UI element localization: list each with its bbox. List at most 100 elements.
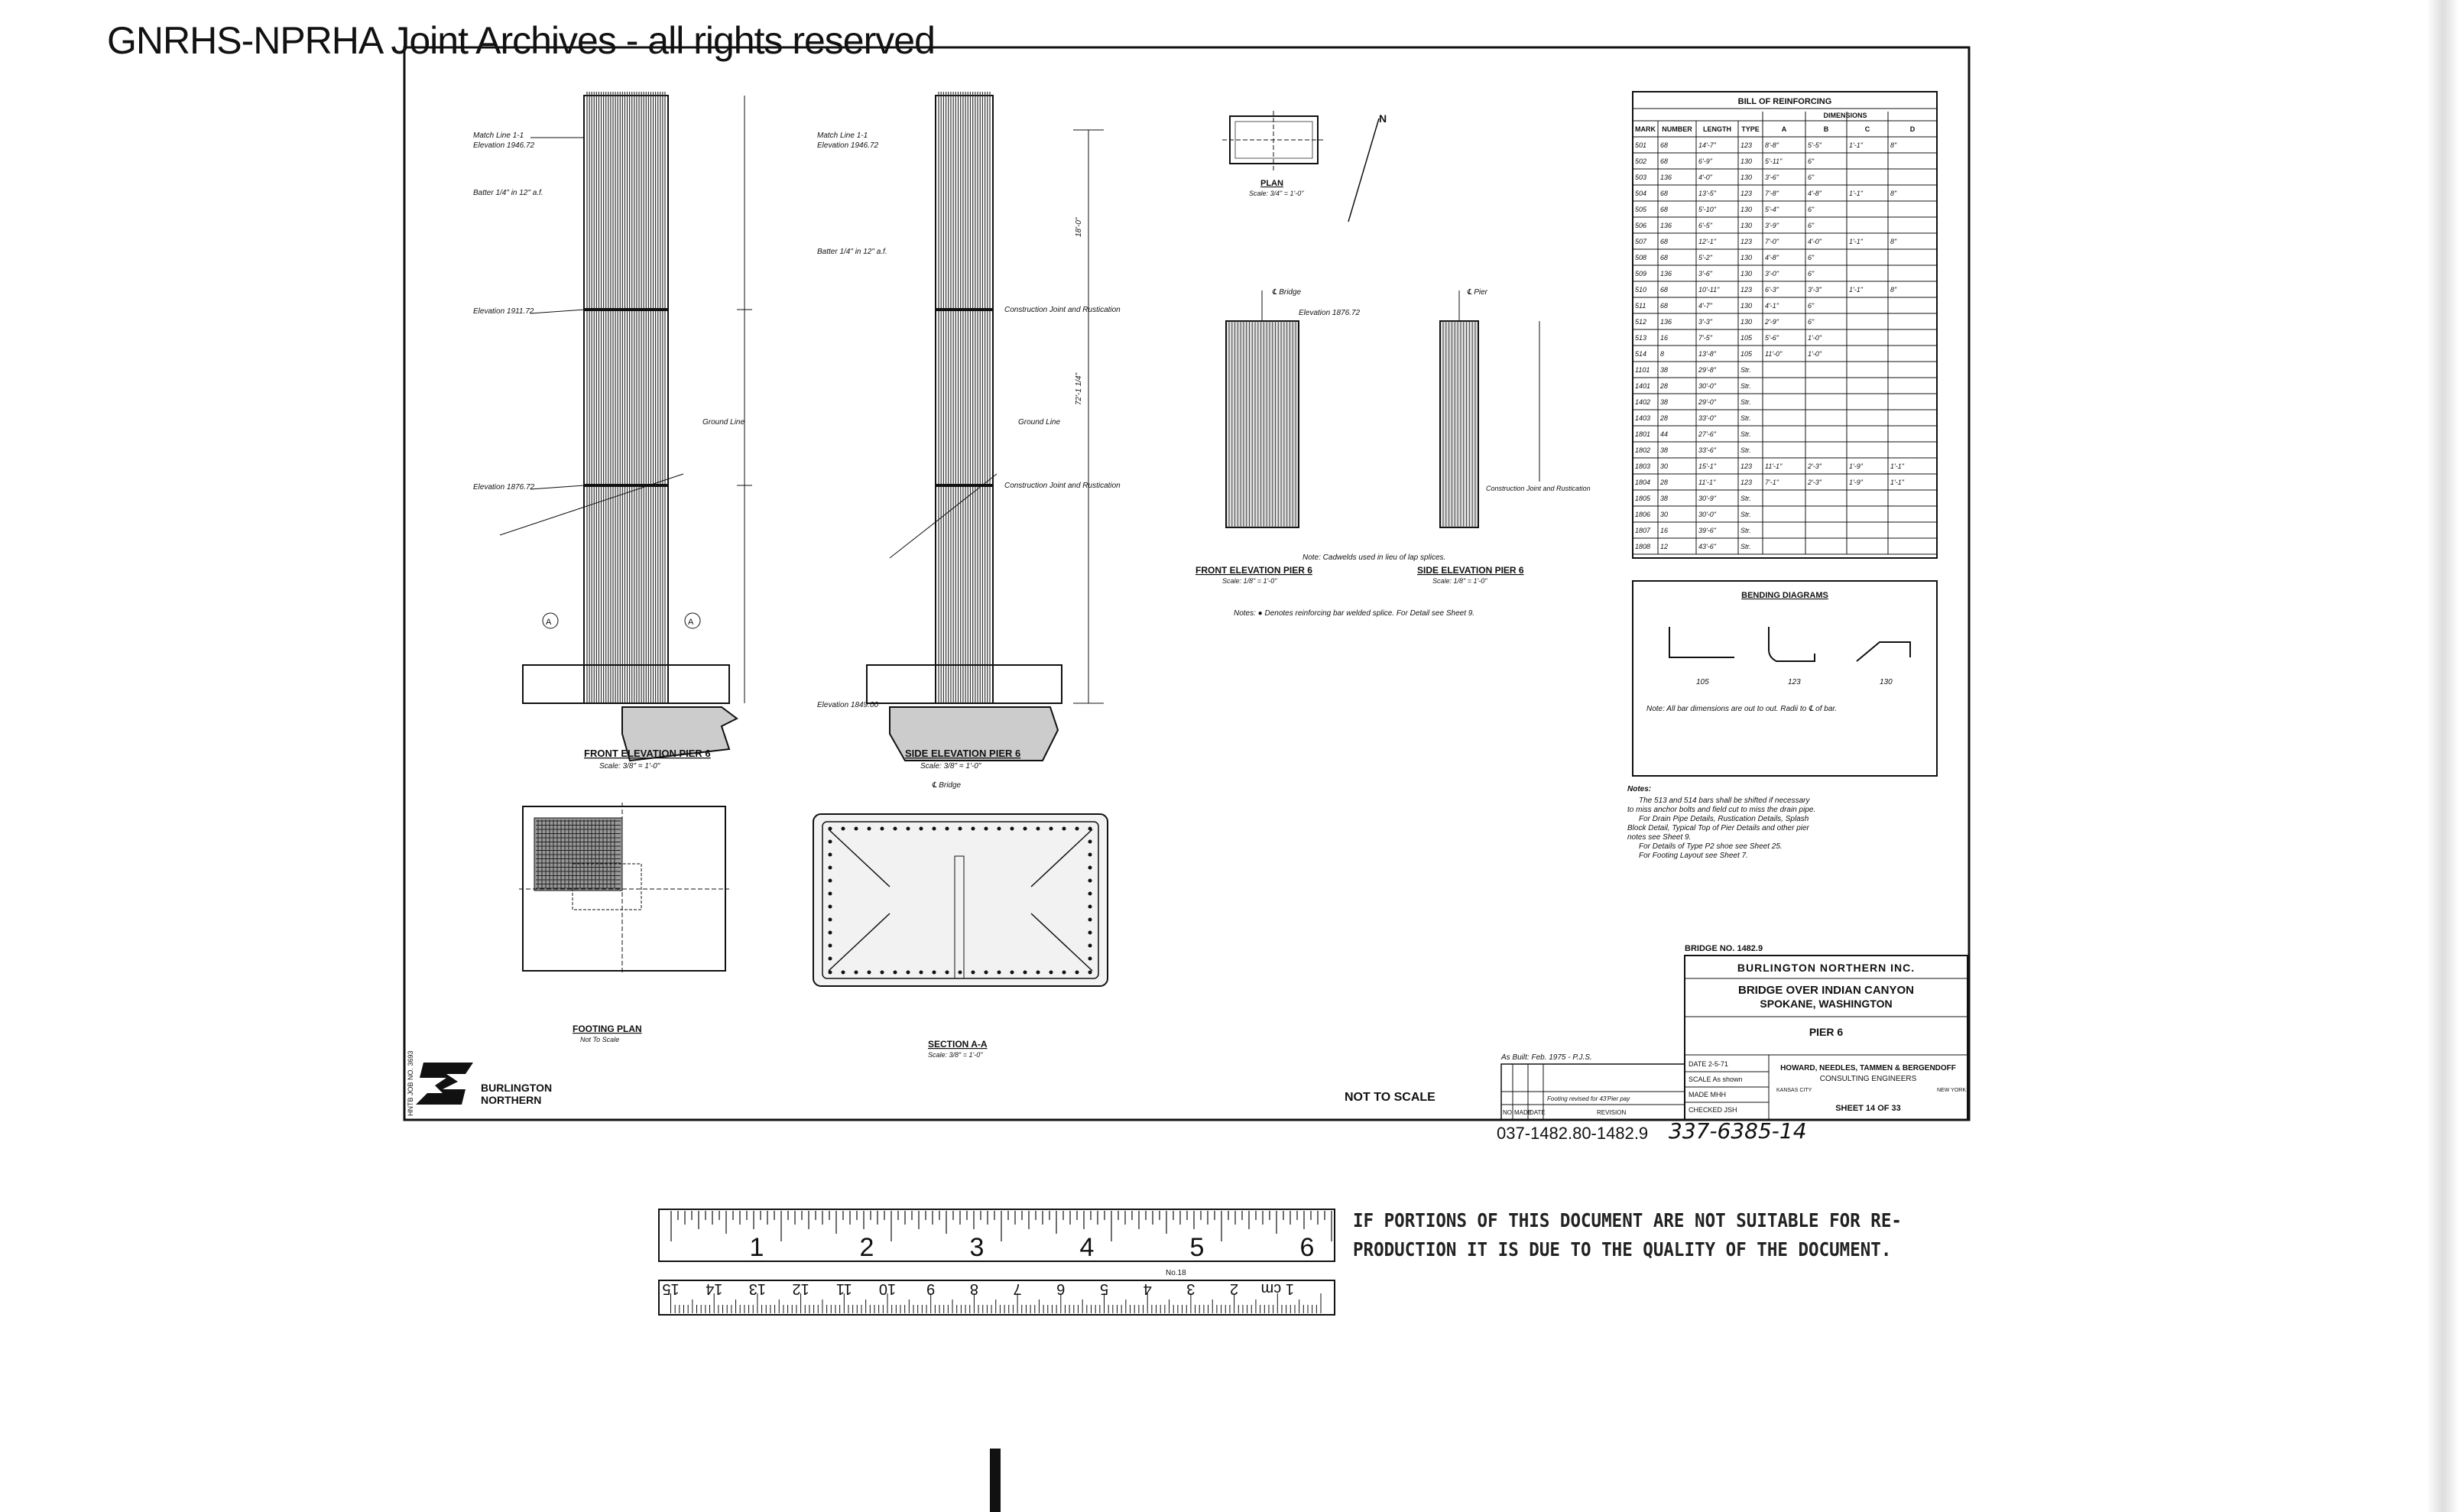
bill-cell: 1'-1" (1849, 238, 1864, 245)
bill-cell: 13'-8" (1698, 350, 1717, 358)
bill-cell: 506 (1635, 222, 1646, 229)
front-match-line-label: Match Line 1-1 (473, 131, 524, 140)
bill-cell: 1'-1" (1890, 479, 1905, 486)
footing-plan-title: FOOTING PLAN (573, 1024, 642, 1034)
weld-note: Notes: ● Denotes reinforcing bar welded … (1234, 609, 1474, 618)
side-construction-joint: Construction Joint and Rustication (1004, 306, 1121, 314)
bill-header-cell: A (1782, 125, 1787, 133)
sheet-number: SHEET 14 OF 33 (1835, 1104, 1901, 1113)
rev-made-label: MADE (1514, 1109, 1532, 1116)
section-bar (828, 956, 832, 961)
bill-cell: Str. (1740, 382, 1751, 390)
bill-cell: 33'-6" (1698, 446, 1717, 454)
section-bar (854, 970, 858, 975)
section-bar (880, 970, 884, 975)
note-line-1: The 513 and 514 bars shall be shifted if… (1639, 797, 1810, 805)
bill-dimensions-label: DIMENSIONS (1823, 112, 1867, 119)
bill-cell: 68 (1660, 190, 1668, 197)
bill-cell: 503 (1635, 174, 1646, 181)
bill-cell: 4'-0" (1808, 238, 1822, 245)
title-block: BRIDGE NO. 1482.9 BURLINGTON NORTHERN IN… (1345, 944, 1968, 1121)
section-bar (932, 970, 936, 975)
north-label: N (1379, 112, 1387, 125)
bill-cell: 8 (1660, 350, 1664, 358)
drawing-subject: PIER 6 (1809, 1026, 1844, 1038)
bill-cell: 6'-9" (1698, 157, 1713, 165)
section-bar (867, 970, 871, 975)
stamp-line-2: PRODUCTION IT IS DUE TO THE QUALITY OF T… (1353, 1238, 1892, 1261)
bending-diagrams: BENDING DIAGRAMS 105 123 130 Note: All b… (1632, 580, 1938, 777)
bill-cell: 1'-1" (1890, 462, 1905, 470)
ruler-cm-number: 4 (1144, 1280, 1152, 1297)
section-bar (932, 826, 936, 831)
section-aa-title: SECTION A-A (928, 1039, 988, 1050)
front-elevation-scale: Scale: 3/8" = 1'-0" (599, 762, 660, 771)
section-aa-view: SECTION A-A Scale: 3/8" = 1'-0" (813, 813, 1108, 1059)
ruler-no-label: No.18 (1166, 1269, 1186, 1277)
section-bar (1088, 839, 1092, 844)
section-bar (841, 970, 845, 975)
front-footing (522, 664, 730, 704)
bill-cell: 508 (1635, 254, 1646, 261)
side-match-line: Match Line 1-1 (817, 131, 868, 140)
bill-cell: 11'-0" (1765, 350, 1783, 358)
bill-cell: 4'-8" (1808, 190, 1822, 197)
section-bar (1088, 917, 1092, 922)
bill-cell: 14'-7" (1698, 141, 1717, 149)
bill-cell: 1401 (1635, 382, 1650, 390)
bill-cell: 8" (1890, 286, 1897, 294)
bill-cell: 136 (1660, 222, 1672, 229)
section-bar (1075, 970, 1079, 975)
side-bridge-cl: ℄ Bridge (932, 781, 962, 790)
notes-heading: Notes: (1627, 785, 1651, 793)
bill-cell: 30 (1660, 511, 1668, 518)
section-bar (958, 970, 962, 975)
bill-cell: 39'-6" (1698, 527, 1717, 534)
bill-cell: 7'-1" (1765, 479, 1779, 486)
scan-edge (2427, 0, 2459, 1512)
small-elev-1876: Elevation 1876.72 (1299, 309, 1361, 317)
bill-cell: 505 (1635, 206, 1647, 213)
side-batter: Batter 1/4" in 12" a.f. (817, 248, 887, 256)
bill-cell: 123 (1740, 238, 1752, 245)
bill-cell: 509 (1635, 270, 1646, 277)
section-bar (828, 904, 832, 909)
drawing-number: 037-1482.80-1482.9 (1497, 1124, 1649, 1143)
section-bar (841, 826, 845, 831)
plan-view: PLAN Scale: 3/4" = 1'-0" N (1222, 111, 1387, 222)
drawing-title-2: SPOKANE, WASHINGTON (1760, 998, 1892, 1010)
bill-cell: 130 (1740, 206, 1752, 213)
company-name: BURLINGTON NORTHERN INC. (1737, 962, 1915, 974)
bill-cell: 7'-0" (1765, 238, 1779, 245)
ruler-cm-number: 12 (792, 1280, 809, 1297)
bill-header-cell: C (1865, 125, 1870, 133)
bill-cell: 504 (1635, 190, 1646, 197)
bill-cell: 6" (1808, 318, 1815, 326)
bill-cell: 44 (1660, 430, 1668, 438)
tb-checked: CHECKED JSH (1689, 1106, 1737, 1114)
bill-cell: 3'-9" (1765, 222, 1779, 229)
section-bar (1010, 970, 1014, 975)
bill-cell: 136 (1660, 174, 1672, 181)
bill-cell: 4'-8" (1765, 254, 1779, 261)
bill-cell: 6" (1808, 270, 1815, 277)
section-bar (893, 826, 897, 831)
note-line-4: Block Detail, Typical Top of Pier Detail… (1627, 824, 1810, 832)
tb-made: MADE MHH (1689, 1091, 1726, 1098)
bending-note: Note: All bar dimensions are out to out.… (1646, 705, 1837, 713)
side-construction-joint-2: Construction Joint and Rustication (1004, 482, 1121, 490)
ruler-cm-number: 14 (706, 1280, 722, 1297)
bill-cell: Str. (1740, 398, 1751, 406)
section-bar (893, 970, 897, 975)
bill-cell: Str. (1740, 414, 1751, 422)
cadweld-note: Note: Cadwelds used in lieu of lap splic… (1302, 553, 1445, 562)
bill-cell: 29'-0" (1698, 398, 1717, 406)
bill-cell: 502 (1635, 157, 1646, 165)
side-ground-line: Ground Line (1018, 418, 1060, 427)
bill-cell: 1'-9" (1849, 479, 1864, 486)
section-bar (997, 970, 1001, 975)
bill-cell: 68 (1660, 206, 1668, 213)
ruler-cm-number: 1 cm (1261, 1280, 1294, 1297)
bill-cell: 12'-1" (1698, 238, 1717, 245)
